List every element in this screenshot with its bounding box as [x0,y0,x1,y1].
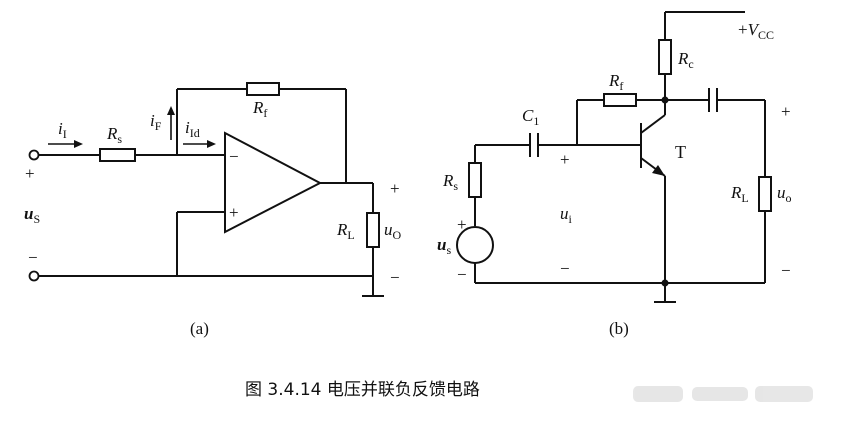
label-b-out-plus: + [781,102,791,121]
circuit-a: iI Rs iF iId Rf − + + uS − + RL uO − (a) [24,82,402,338]
transistor-collector-leg [640,114,666,134]
label-b-R-c: Rc [677,49,694,71]
label-a-R-f: Rf [252,98,267,120]
label-figure-a: (a) [190,319,209,338]
label-b-src-minus: − [457,265,467,284]
emitter-arrow-icon [652,165,665,176]
resistor-rl-a [366,212,380,248]
label-b-R-f: Rf [608,71,623,93]
resistor-rf-a [246,82,280,96]
label-b-R-L: RL [730,183,749,205]
label-a-u-S: uS [24,204,40,226]
label-b-src-plus: + [457,215,467,234]
arrow-ii-icon [74,140,83,148]
label-b-out-minus: − [781,261,791,280]
label-opamp-inv: − [229,147,239,166]
label-b-vcc: +VCC [738,20,774,42]
label-b-u-i: ui [560,204,573,226]
label-b-u-s: us [437,235,451,257]
label-figure-b: (b) [609,319,629,338]
circuit-b: +VCC Rc Rf C1 T Rs + us − + ui − + RL uo… [437,11,792,338]
arrow-if-icon [167,106,175,115]
label-b-ui-minus: − [560,259,570,278]
label-a-out-plus: + [390,179,400,198]
resistor-rc [658,39,672,75]
resistor-rl-b [758,176,772,212]
resistor-rs-a [99,148,136,162]
resistor-rs-b [468,162,482,198]
label-a-i-Id: iId [185,118,200,140]
label-b-u-o: uo [777,183,792,205]
resistor-rf-b [603,93,637,107]
watermark-blur [633,386,813,402]
label-a-in-minus: − [28,248,38,267]
opamp-triangle [224,131,323,234]
arrow-iid-icon [207,140,216,148]
label-a-out-minus: − [390,268,400,287]
terminal-a-in-bottom [28,270,40,282]
figure-caption: 图 3.4.14 电压并联负反馈电路 [245,380,480,400]
label-a-R-s: Rs [106,124,122,146]
label-opamp-noninv: + [229,203,239,222]
label-a-in-plus: + [25,164,35,183]
label-b-R-s: Rs [442,171,458,193]
label-a-i-F: iF [150,111,162,133]
label-a-R-L: RL [336,220,355,242]
terminal-a-in-top [28,149,40,161]
label-a-i-I: iI [58,119,67,141]
label-b-C-1: C1 [522,106,539,128]
label-b-transistor: T [675,142,686,162]
label-a-u-O: uO [384,220,402,242]
label-b-ui-plus: + [560,150,570,169]
